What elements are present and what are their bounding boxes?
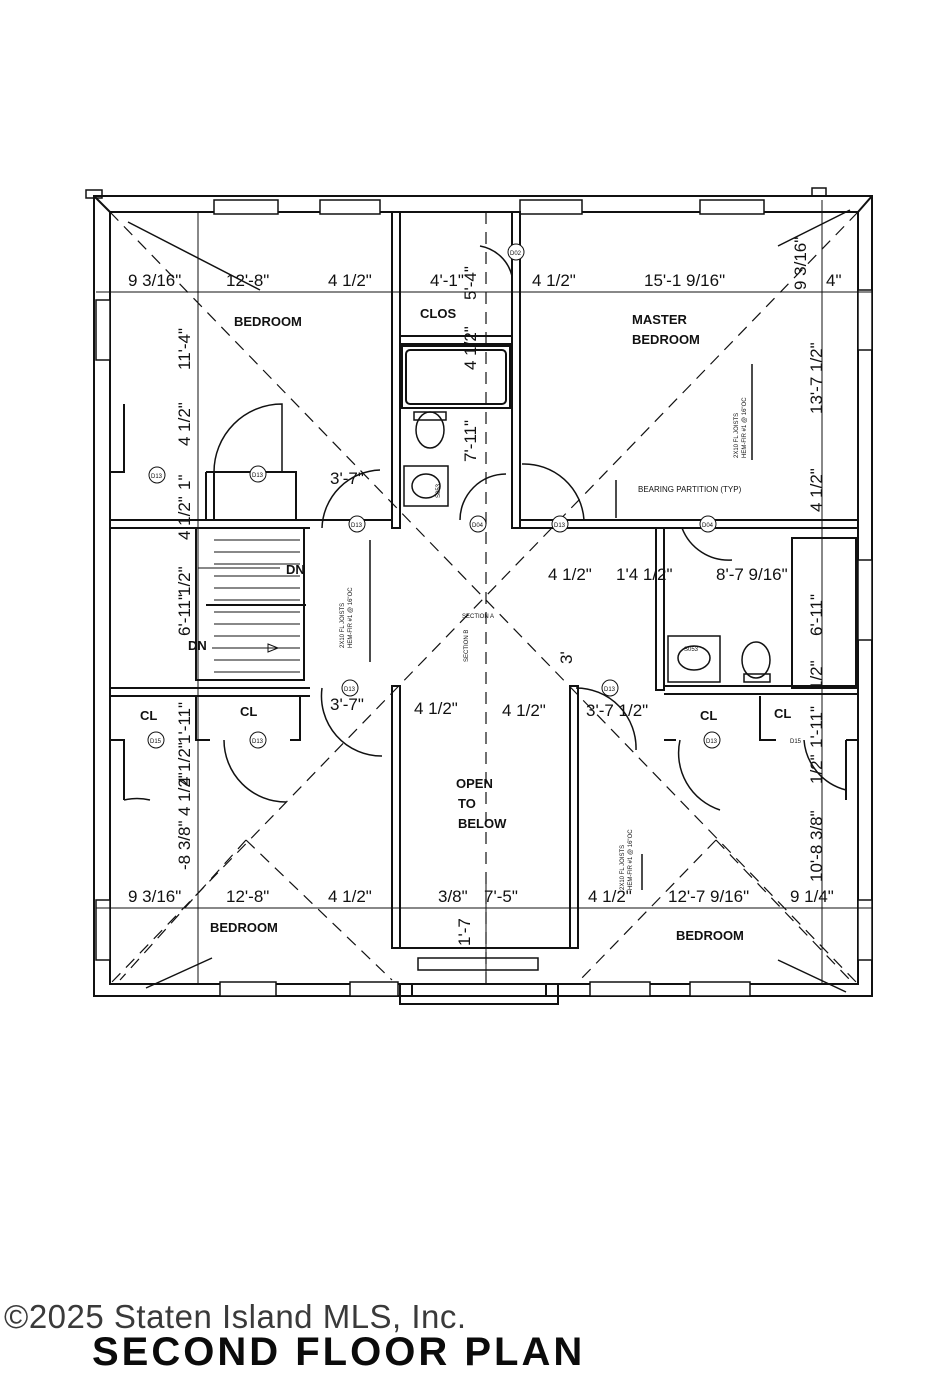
open-to-below-2: TO — [458, 796, 476, 811]
dim-bottom-6: 4 1/2" — [588, 887, 632, 906]
tag-d13-hall: D13 — [351, 523, 363, 529]
joist-note-se-2: HEM-FIR #1 @ 16"OC — [628, 829, 634, 890]
section-b-label: SECTION B — [464, 630, 470, 662]
room-label-closet: CLOS — [420, 306, 456, 321]
dim-top-3: 4 1/2" — [328, 271, 372, 290]
dim-section-3: 3' — [557, 651, 576, 664]
dim-nw-wall-1: 4 1/2" — [175, 402, 194, 446]
tag-d04-master: D04 — [702, 523, 714, 529]
dim-hall-door-3: 3'-7 1/2" — [586, 701, 648, 720]
dim-east-closet: 6'-11" — [807, 594, 826, 636]
door-swings — [123, 245, 847, 811]
dim-top-2: 12'-8" — [226, 271, 269, 290]
dim-se-wall-3: 1/2" — [807, 754, 826, 784]
dim-hall-mid-1: 4 1/2" — [414, 699, 458, 718]
tag-d13-sw: D13 — [252, 739, 264, 745]
room-label-bedroom-se: BEDROOM — [676, 928, 744, 943]
tag-d04-bath: D04 — [472, 523, 484, 529]
open-to-below-1: OPEN — [456, 776, 493, 791]
tag-circles — [147, 243, 721, 749]
dim-sw-wall-2: 4 1/2" — [175, 742, 194, 786]
stair-treads — [198, 539, 306, 673]
dim-bottom-7: 12'-7 9/16" — [668, 887, 749, 906]
dim-bath2-3: 8'-7 9/16" — [716, 565, 788, 584]
dim-sw-wall-3: 4 1/2" — [175, 772, 194, 816]
dim-nw-wall-3: 4 1/2" — [175, 496, 194, 540]
closet-label-sw-2: CL — [240, 704, 257, 719]
tag-d13-master: D13 — [554, 523, 566, 529]
bearing-partition-note: BEARING PARTITION (TYP) — [638, 485, 742, 494]
dim-top-5: 4 1/2" — [532, 271, 576, 290]
dim-hall-door-1: 3'-7" — [330, 469, 364, 488]
tag-d15-se: D15 — [790, 739, 802, 745]
tag-s053-a: S053 — [436, 483, 442, 498]
dim-hall-mid-2: 4 1/2" — [502, 701, 546, 720]
dim-bottom-5: 7'-5" — [484, 887, 518, 906]
dim-bottom-3: 4 1/2" — [328, 887, 372, 906]
plumbing-fixtures — [403, 411, 771, 683]
exterior-walls — [85, 187, 873, 1005]
room-label-master-1: MASTER — [632, 312, 688, 327]
dim-closet-wall: 4 1/2" — [461, 326, 480, 370]
joist-note-hall-1: 2X10 FL JOISTS — [340, 603, 346, 648]
dim-bath-depth: 7'-11" — [461, 420, 480, 462]
tag-d15-sw: D15 — [150, 739, 162, 745]
dim-se-depth: 10'-8 3/8" — [807, 810, 826, 882]
tag-d02: D02 — [510, 251, 522, 257]
dim-hall-door-2: 3'-7" — [330, 695, 364, 714]
copyright-watermark: ©2025 Staten Island MLS, Inc. — [4, 1298, 467, 1335]
dim-bath2-1: 4 1/2" — [548, 565, 592, 584]
dim-nw-wall-4: 1/2" — [175, 566, 194, 596]
dim-stair-length: 6'-11" — [175, 594, 194, 636]
tag-s053-b: S053 — [684, 647, 699, 653]
joist-note-master-2: HEM-FIR #1 @ 16"OC — [742, 397, 748, 458]
dim-top-1: 9 3/16" — [128, 271, 181, 290]
dim-bottom-4: 3/8" — [438, 887, 468, 906]
tag-d13-nw-2: D13 — [252, 473, 264, 479]
dim-bottom-vertical: 1'-7 — [455, 918, 474, 946]
windows — [95, 199, 873, 997]
dim-master-depth: 13'-7 1/2" — [807, 342, 826, 414]
closet-label-se-1: CL — [700, 708, 717, 723]
dim-nw-depth: 11'-4" — [175, 328, 194, 370]
dim-closet-depth: 5'-4" — [461, 266, 480, 300]
room-label-bedroom-nw: BEDROOM — [234, 314, 302, 329]
dim-master-wall: 4 1/2" — [807, 468, 826, 512]
closet-label-se-2: CL — [774, 706, 791, 721]
tag-d13-stair-sw: D13 — [344, 687, 356, 693]
joist-note-se-1: 2X10 FL JOISTS — [620, 845, 626, 890]
dim-top-8: 4" — [826, 271, 842, 290]
dim-bottom-2: 12'-8" — [226, 887, 269, 906]
room-label-bedroom-sw: BEDROOM — [210, 920, 278, 935]
tag-d13-stair-se: D13 — [604, 687, 616, 693]
dim-sw-wall-1: 1'-11" — [175, 702, 194, 744]
open-to-below-3: BELOW — [458, 816, 507, 831]
tag-d13-nw-1: D13 — [151, 474, 163, 480]
dim-bath2-2: 1'4 1/2" — [616, 565, 673, 584]
dim-se-wall-1: 1'-11" — [807, 706, 826, 748]
dim-bottom-8: 9 1/4" — [790, 887, 834, 906]
dim-top-7: 9 3/16" — [791, 237, 810, 290]
joist-note-hall-2: HEM-FIR #1 @ 16"OC — [348, 587, 354, 648]
dim-nw-wall-2: 1" — [175, 475, 194, 491]
dim-bottom-1: 9 3/16" — [128, 887, 181, 906]
dim-top-6: 15'-1 9/16" — [644, 271, 725, 290]
tag-d13-se: D13 — [706, 739, 718, 745]
dim-se-wall-2: 1/2" — [807, 660, 826, 690]
joist-note-master-1: 2X10 FL JOISTS — [734, 413, 740, 458]
section-lines — [109, 211, 859, 985]
section-a-label: SECTION A — [462, 614, 494, 620]
plan-title: SECOND FLOOR PLAN — [92, 1330, 586, 1374]
dim-sw-depth: -8 3/8" — [175, 820, 194, 870]
arrows — [127, 209, 851, 993]
floor-plan-drawing: BEDROOM CLOS MASTER BEDROOM BEARING PART… — [85, 187, 873, 1005]
stair-down-label-2: DN — [188, 638, 207, 653]
closet-label-sw-1: CL — [140, 708, 157, 723]
dim-top-4: 4'-1" — [430, 271, 464, 290]
stair-down-label-1: DN — [286, 562, 305, 577]
room-label-master-2: BEDROOM — [632, 332, 700, 347]
dimension-lines — [96, 200, 872, 984]
